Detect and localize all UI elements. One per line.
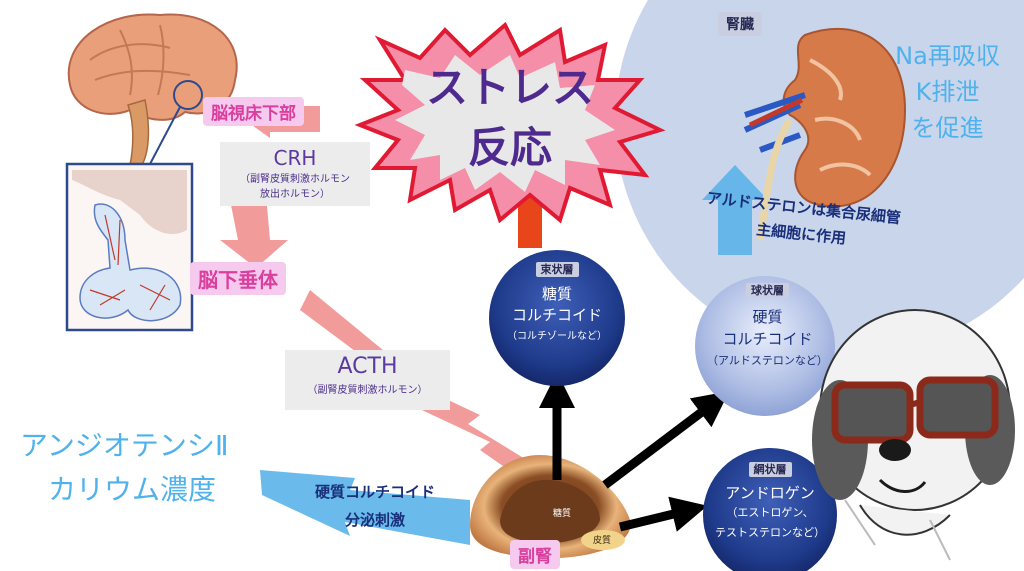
stress-line2: 反応: [467, 123, 552, 172]
crh-sub1: （副腎皮質刺激ホルモン: [240, 174, 350, 185]
kidney-effect1: Na再吸収: [895, 42, 1000, 70]
glomerulosa-line2: コルチコイド: [722, 330, 813, 348]
hypothalamus-label: 脳視床下部: [203, 97, 304, 126]
acth-title: ACTH: [337, 354, 398, 379]
mineral-stim-text: 硬質コルチコイド 分泌刺激: [290, 478, 460, 534]
kidney-effects: Na再吸収 K排泄 を促進: [880, 38, 1015, 146]
dog-mascot: [812, 309, 1015, 561]
fasciculata-tag: 束状層: [535, 262, 579, 277]
reticularis-line3: テストステロンなど）: [715, 526, 825, 539]
kidney-label: 腎臓: [718, 12, 762, 36]
crh-box: CRH （副腎皮質刺激ホルモン 放出ホルモン）: [220, 142, 370, 206]
trigger-to-adrenal-arrow: [260, 470, 470, 545]
adrenal-label: 副腎: [510, 540, 560, 569]
trigger-line2: カリウム濃度: [48, 473, 217, 506]
aldosterone-to-kidney-arrow: [702, 165, 768, 255]
adrenal-inner-label: 糖質: [553, 509, 572, 519]
acth-sub: （副腎皮質刺激ホルモン）: [307, 385, 428, 396]
fasciculata-line3: （コルチゾールなど）: [507, 331, 607, 342]
crh-title: CRH: [273, 146, 317, 170]
reticularis-line2: （エストロゲン、: [726, 506, 814, 519]
zoom-line: [149, 106, 181, 165]
reticularis-circle: [703, 448, 837, 571]
crh-sub2: 放出ホルモン）: [260, 189, 330, 200]
acth-box: ACTH （副腎皮質刺激ホルモン）: [285, 350, 450, 410]
fasciculata-line2: コルチコイド: [511, 306, 602, 324]
pituitary-label: 脳下垂体: [190, 262, 286, 295]
trigger-line1: アンジオテンシⅡ: [20, 429, 229, 462]
mineral-stim-line1: 硬質コルチコイド: [314, 483, 435, 501]
glomerulosa-circle: [695, 276, 835, 416]
reticularis-line1: アンドロゲン: [725, 484, 815, 502]
glomerulosa-tag: 球状層: [746, 283, 789, 298]
glomerulosa-line3: （アルドステロンなど）: [707, 354, 828, 367]
trigger-text: アンジオテンシⅡ カリウム濃度: [20, 424, 229, 512]
kidney-effect3: を促進: [911, 114, 984, 142]
reticularis-text: 網状層 アンドロゲン （エストロゲン、 テストステロンなど）: [705, 458, 835, 543]
pituitary-illustration: [72, 170, 187, 322]
kidney-effect2: K排泄: [915, 78, 980, 106]
adrenal-to-reticularis-arrow: [618, 496, 708, 532]
mineral-stim-line2: 分泌刺激: [344, 511, 405, 529]
fasciculata-line1: 糖質: [541, 285, 572, 303]
reticularis-tag: 網状層: [748, 462, 792, 477]
glomerulosa-line1: 硬質: [752, 308, 783, 326]
stress-line1: ストレス: [425, 63, 594, 112]
stress-burst-inner: [395, 55, 615, 192]
brain-illustration: [67, 13, 238, 166]
fasciculata-circle: [489, 250, 625, 386]
kidney-illustration: [743, 27, 907, 241]
adrenal-outer-label: 皮質: [593, 536, 612, 546]
glomerulosa-text: 球状層 硬質 コルチコイド （アルドステロンなど）: [700, 278, 835, 372]
stress-title: ストレス 反応: [395, 58, 625, 178]
adrenal-to-glomerulosa-arrow: [602, 391, 730, 489]
fasciculata-text: 束状層 糖質 コルチコイド （コルチゾールなど）: [497, 258, 617, 347]
acth-to-adrenal-arrow: [300, 290, 540, 478]
